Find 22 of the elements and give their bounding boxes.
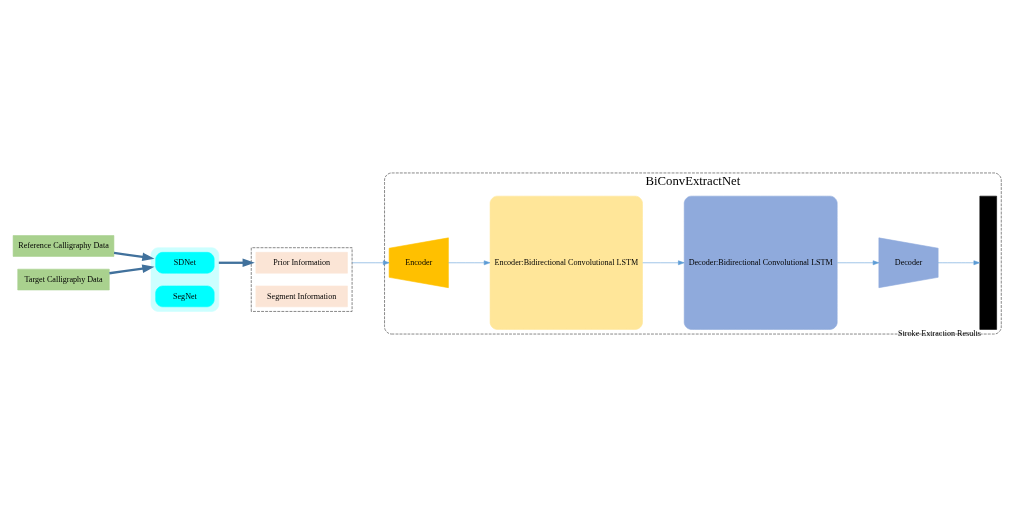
arrow [937, 260, 980, 266]
node-box: Decoder:Bidirectional Convolutional LSTM [683, 195, 838, 330]
node-box: Encoder:Bidirectional Convolutional LSTM [489, 195, 643, 330]
cluster [250, 247, 353, 312]
node-box: Decoder [878, 237, 939, 288]
node-box: SDNet [155, 252, 215, 274]
node-box: Target Calligraphy Data [17, 268, 110, 291]
node-box: Reference Calligraphy Data [12, 235, 115, 257]
arrow [113, 251, 155, 262]
arrow [109, 264, 155, 275]
node-box: Encoder [388, 237, 449, 288]
arrow [351, 260, 390, 266]
arrow [837, 260, 880, 266]
node-box: Prior Information [255, 252, 348, 274]
arrow [448, 260, 491, 266]
node-box: Segment Information [255, 285, 348, 308]
node-label: Stroke Extraction Results [898, 328, 981, 338]
node-box: SegNet [155, 285, 215, 308]
node-bar [979, 195, 997, 330]
arrow [642, 260, 685, 266]
arrow [218, 258, 255, 268]
cluster [150, 247, 220, 312]
